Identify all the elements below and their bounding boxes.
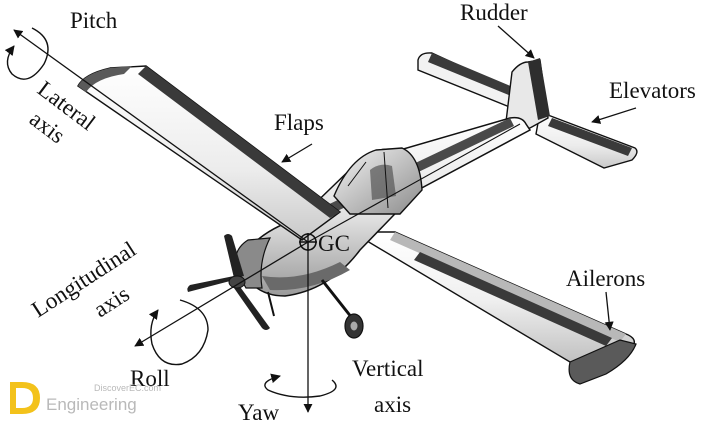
longitudinal-axis-label-line1: Longitudinal: [27, 237, 140, 323]
longitudinal-axis-line: [134, 241, 309, 347]
lateral-axis-line: [13, 29, 309, 243]
yaw-label: Yaw: [238, 400, 280, 425]
gc-label: GC: [318, 231, 350, 256]
elevators-label: Elevators: [609, 78, 696, 103]
elevators-pointer: [591, 107, 637, 124]
vertical-axis-label-line1: Vertical: [352, 356, 424, 381]
longitudinal-axis-label-line2: axis: [89, 281, 134, 322]
flaps-pointer: [281, 143, 313, 163]
horizontal-stabilizer: [417, 52, 638, 169]
rudder-pointer: [497, 25, 535, 59]
logo-icon: [10, 382, 40, 414]
roll-label: Roll: [130, 366, 170, 391]
vertical-fin: [504, 58, 550, 131]
aircraft: [77, 52, 638, 385]
yaw-rotation-arrow: [264, 373, 337, 398]
ailerons-pointer: [604, 291, 614, 331]
left-wing: [77, 65, 342, 241]
pitch-rotation-arrow: [4, 27, 49, 80]
watermark-logo: DiscoverEC.com Engineering: [10, 382, 161, 414]
ailerons-label: Ailerons: [566, 266, 645, 291]
rudder-label: Rudder: [460, 0, 528, 25]
axes: [4, 27, 521, 413]
flaps-label: Flaps: [274, 110, 324, 135]
watermark-line1: DiscoverEC.com: [94, 383, 161, 393]
landing-gear: [267, 279, 364, 339]
right-wing: [349, 231, 637, 385]
pointer-arrows: [281, 25, 637, 331]
propeller: [187, 234, 270, 330]
vertical-axis-label-line2: axis: [374, 392, 411, 417]
canopy: [333, 147, 423, 215]
pitch-label: Pitch: [70, 8, 118, 33]
watermark-line2: Engineering: [46, 395, 137, 414]
roll-rotation-arrow: [148, 299, 209, 366]
gc-symbol: [299, 233, 317, 251]
